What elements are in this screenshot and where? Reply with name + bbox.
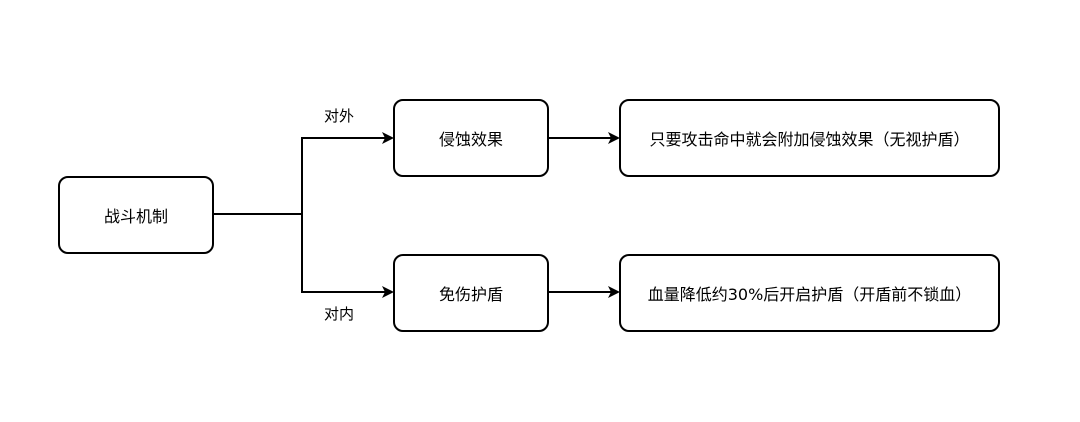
node-erosion-detail: 只要攻击命中就会附加侵蚀效果（无视护盾） — [619, 99, 1000, 177]
connector-root-to-shield — [301, 214, 394, 298]
node-damage-shield: 免伤护盾 — [393, 254, 549, 332]
node-label: 免伤护盾 — [438, 285, 503, 304]
node-label: 只要攻击命中就会附加侵蚀效果（无视护盾） — [649, 130, 970, 149]
edge-label-internal: 对内 — [324, 305, 355, 323]
connector-root-to-erosion — [301, 132, 394, 214]
node-shield-detail: 血量降低约30%后开启护盾（开盾前不锁血） — [619, 254, 1000, 332]
node-label: 血量降低约30%后开启护盾（开盾前不锁血） — [647, 285, 972, 304]
node-combat-mechanism: 战斗机制 — [58, 176, 214, 254]
node-erosion-effect: 侵蚀效果 — [393, 99, 549, 177]
edge-label-external: 对外 — [324, 107, 355, 125]
node-label: 侵蚀效果 — [438, 130, 503, 149]
node-label: 战斗机制 — [103, 207, 168, 226]
